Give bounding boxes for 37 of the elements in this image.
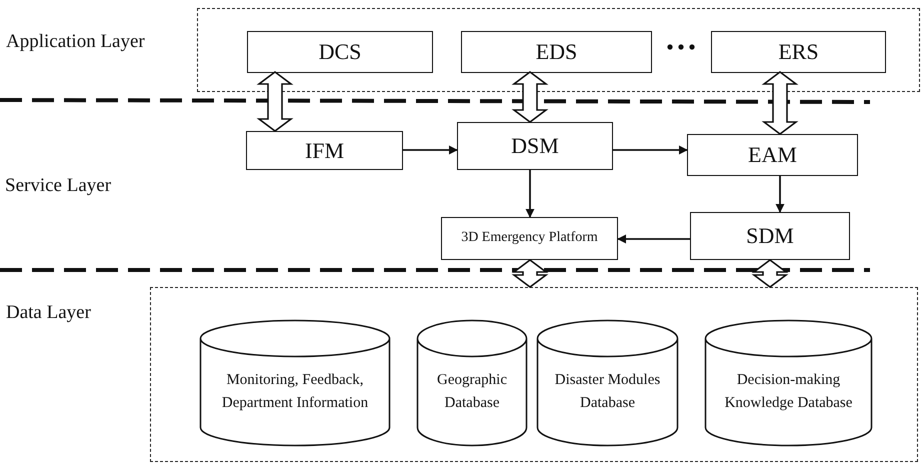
module-box (441, 217, 618, 260)
module-box (246, 131, 403, 170)
database-cylinder (536, 319, 679, 447)
database-cylinder (704, 319, 873, 447)
arrow (403, 146, 458, 154)
layer-title: Data Layer (6, 302, 91, 324)
database-label: Decision-making Knowledge Database (724, 371, 854, 414)
database-cylinder (416, 319, 528, 447)
arrow (526, 170, 534, 218)
database-label: Geographic Database (436, 371, 508, 414)
double-block-arrow (752, 259, 788, 288)
database-label: Disaster Modules Database (554, 371, 662, 414)
module-label: DSM (511, 133, 559, 159)
module-label: 3D Emergency Platform (461, 230, 598, 247)
database-cylinder (199, 319, 391, 447)
module-box (461, 31, 652, 73)
arrow (613, 146, 688, 154)
database-label: Monitoring, Feedback, Department Information (220, 371, 370, 414)
double-block-arrow (512, 259, 548, 288)
module-label: EDS (536, 39, 578, 65)
module-box (457, 122, 613, 170)
module-label: ERS (778, 39, 819, 65)
arrow (617, 234, 690, 244)
double-block-arrow (512, 71, 548, 123)
module-box (687, 134, 858, 176)
arrow (776, 176, 784, 213)
module-label: EAM (748, 142, 797, 168)
module-label: IFM (304, 138, 344, 164)
layer-title: Service Layer (5, 175, 112, 197)
double-block-arrow (762, 71, 798, 135)
double-block-arrow (256, 71, 294, 132)
module-label: DCS (318, 39, 362, 65)
layer-title: Application Layer (6, 31, 145, 53)
module-box (690, 212, 850, 260)
module-box (247, 31, 433, 73)
module-box (711, 31, 886, 73)
module-label: SDM (746, 223, 794, 249)
